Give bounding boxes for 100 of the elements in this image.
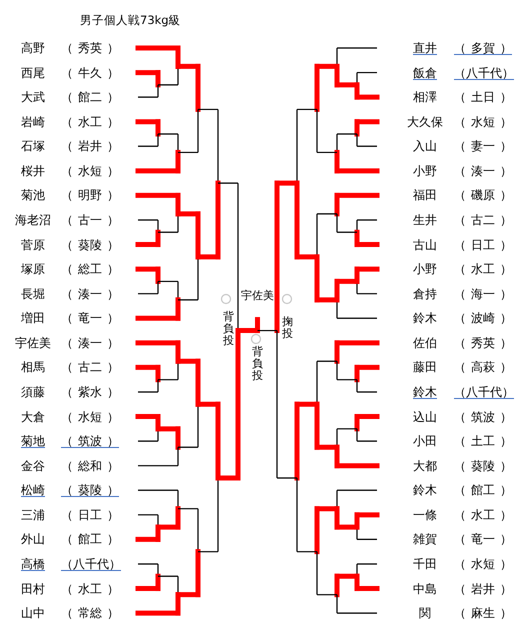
title: 男子個人戦73kg級 bbox=[80, 13, 181, 27]
player-name: 千田 bbox=[412, 556, 438, 571]
player-name: 石塚 bbox=[20, 139, 46, 154]
player-name: 高野 bbox=[20, 41, 46, 55]
school-name: （八千代） bbox=[454, 384, 512, 399]
player-name: 一條 bbox=[412, 508, 438, 522]
school-name: （ 古一 ） bbox=[61, 212, 119, 227]
school-name: （ 秀英 ） bbox=[61, 41, 119, 55]
player-name: 金谷 bbox=[20, 458, 46, 473]
school-name: （ 岩井 ） bbox=[454, 582, 512, 596]
player-name: 藤田 bbox=[412, 360, 438, 374]
player-name: 田村 bbox=[20, 582, 46, 596]
player-name: 中島 bbox=[412, 582, 438, 596]
school-name: （ 水短 ） bbox=[61, 164, 119, 178]
school-name: （ 総工 ） bbox=[61, 262, 119, 276]
player-name: 込山 bbox=[412, 410, 438, 424]
school-name: （ 湊一 ） bbox=[61, 286, 119, 301]
player-name: 岩崎 bbox=[20, 114, 46, 129]
school-name: （ 高萩 ） bbox=[454, 360, 512, 374]
player-name: 飯倉 bbox=[412, 66, 438, 80]
school-name: （ 磯原 ） bbox=[454, 188, 512, 202]
school-name: （ 古二 ） bbox=[454, 212, 512, 227]
school-name: （ 葵陵 ） bbox=[61, 238, 119, 252]
school-name: （ 総和 ） bbox=[61, 458, 119, 473]
player-name: 直井 bbox=[412, 41, 438, 55]
player-name: 相澤 bbox=[412, 90, 438, 104]
player-name: 古山 bbox=[412, 238, 438, 252]
school-name: （ 水工 ） bbox=[61, 114, 119, 129]
winner-name: 宇佐美 bbox=[241, 289, 274, 303]
school-name: （ 土日 ） bbox=[454, 90, 512, 104]
player-name: 生井 bbox=[412, 212, 438, 227]
player-name: 松崎 bbox=[20, 483, 46, 498]
player-name: 相馬 bbox=[20, 360, 46, 374]
school-name: （ 水短 ） bbox=[61, 410, 119, 424]
player-name: 大都 bbox=[412, 458, 438, 473]
player-name: 大武 bbox=[20, 90, 46, 104]
player-name: 外山 bbox=[20, 532, 46, 546]
school-name: （ 土工 ） bbox=[454, 434, 512, 448]
school-name: （ 竜一 ） bbox=[61, 311, 119, 326]
player-name: 桜井 bbox=[20, 164, 46, 178]
school-name: （ 水工 ） bbox=[454, 262, 512, 276]
school-name: （ 水短 ） bbox=[454, 556, 512, 571]
school-name: （ 牛久 ） bbox=[61, 66, 119, 80]
player-name: 鈴木 bbox=[412, 384, 438, 399]
school-name: （ 紫水 ） bbox=[61, 384, 119, 399]
school-name: （ 岩井 ） bbox=[61, 139, 119, 154]
player-name: 関 bbox=[418, 606, 432, 620]
school-name: （ 筑波 ） bbox=[61, 434, 119, 448]
school-name: （ 妻一 ） bbox=[454, 139, 512, 154]
player-name: 宇佐美 bbox=[14, 336, 52, 350]
school-name: （ 館二 ） bbox=[61, 90, 119, 104]
school-name: （ 筑波 ） bbox=[454, 410, 512, 424]
player-name: 小田 bbox=[412, 434, 438, 448]
player-name: 菊池 bbox=[20, 188, 46, 202]
school-name: （ 館工 ） bbox=[454, 483, 512, 498]
school-name: （ 水工 ） bbox=[454, 508, 512, 522]
player-name: 海老沼 bbox=[14, 212, 52, 227]
player-name: 雑賀 bbox=[412, 532, 438, 546]
player-name: 大久保 bbox=[406, 114, 444, 129]
player-name: 増田 bbox=[20, 311, 46, 326]
school-name: （ 湊一 ） bbox=[61, 336, 119, 350]
school-name: （ 日工 ） bbox=[61, 508, 119, 522]
player-name: 須藤 bbox=[20, 384, 46, 399]
school-name: （八千代） bbox=[61, 556, 119, 571]
player-name: 入山 bbox=[412, 139, 438, 154]
school-name: （ 葵陵 ） bbox=[61, 483, 119, 498]
school-name: （ 湊一 ） bbox=[454, 164, 512, 178]
player-name: 小野 bbox=[412, 164, 438, 178]
school-name: （ 秀英 ） bbox=[454, 336, 512, 350]
player-name: 小野 bbox=[412, 262, 438, 276]
player-name: 菅原 bbox=[20, 238, 46, 252]
school-name: （ 館工 ） bbox=[61, 532, 119, 546]
technique-label: 背負投 bbox=[252, 346, 263, 382]
school-name: （ 常総 ） bbox=[61, 606, 119, 620]
player-name: 福田 bbox=[412, 188, 438, 202]
school-name: （ 古二 ） bbox=[61, 360, 119, 374]
player-name: 山中 bbox=[20, 606, 46, 620]
school-name: （ 海一 ） bbox=[454, 286, 512, 301]
player-name: 三浦 bbox=[20, 508, 46, 522]
player-name: 西尾 bbox=[20, 66, 46, 80]
player-name: 塚原 bbox=[20, 262, 46, 276]
player-name: 鈴木 bbox=[412, 483, 438, 498]
school-name: （ 明野 ） bbox=[61, 188, 119, 202]
school-name: （八千代） bbox=[454, 66, 512, 80]
technique-label: 背負投 bbox=[223, 311, 234, 348]
school-name: （ 波崎 ） bbox=[454, 311, 512, 326]
school-name: （ 葵陵 ） bbox=[454, 458, 512, 473]
player-name: 高橋 bbox=[20, 556, 46, 571]
player-name: 倉持 bbox=[412, 286, 438, 301]
school-name: （ 水短 ） bbox=[454, 114, 512, 129]
school-name: （ 竜一 ） bbox=[454, 532, 512, 546]
player-name: 菊地 bbox=[20, 434, 46, 448]
school-name: （ 麻生 ） bbox=[454, 606, 512, 620]
school-name: （ 日工 ） bbox=[454, 238, 512, 252]
player-name: 長堀 bbox=[20, 286, 46, 301]
player-name: 鈴木 bbox=[412, 311, 438, 326]
school-name: （ 水工 ） bbox=[61, 582, 119, 596]
player-name: 大倉 bbox=[20, 410, 46, 424]
player-name: 佐伯 bbox=[412, 336, 438, 350]
school-name: （ 多賀 ） bbox=[454, 41, 512, 55]
